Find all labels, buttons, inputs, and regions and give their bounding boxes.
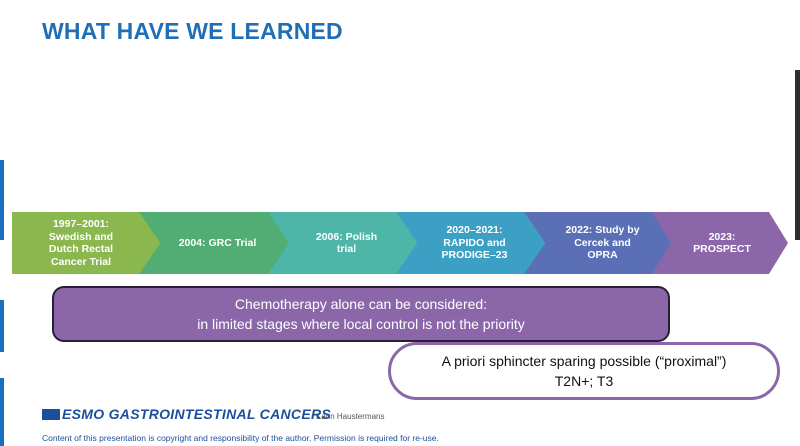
slide-title: WHAT HAVE WE LEARNED xyxy=(42,18,343,44)
chemo-box-line-2: in limited stages where local control is… xyxy=(197,316,525,332)
timeline-step-2020-2021: 2020–2021: RAPIDO and PRODIGE–23 xyxy=(396,212,549,274)
left-edge-accent-top xyxy=(0,160,4,240)
esmo-logo-mark xyxy=(42,408,60,420)
apriori-box-line-1: A priori sphincter sparing possible (“pr… xyxy=(441,353,727,369)
left-edge-accent-bottom xyxy=(0,378,4,446)
copyright-notice: Content of this presentation is copyrigh… xyxy=(42,433,439,443)
timeline-step-label: 2020–2021: RAPIDO and PRODIGE–23 xyxy=(441,224,508,262)
timeline-step-label: 2023: PROSPECT xyxy=(693,230,751,256)
timeline-step-1997-2001: 1997–2001: Swedish and Dutch Rectal Canc… xyxy=(12,212,164,274)
left-edge-accent-middle xyxy=(0,300,4,352)
sphincter-sparing-box: A priori sphincter sparing possible (“pr… xyxy=(388,342,780,400)
timeline: 1997–2001: Swedish and Dutch Rectal Canc… xyxy=(12,212,788,274)
timeline-step-2023: 2023: PROSPECT xyxy=(652,212,788,274)
timeline-step-2022: 2022: Study by Cercek and OPRA xyxy=(524,212,677,274)
chemo-box-line-1: Chemotherapy alone can be considered: xyxy=(234,296,488,312)
timeline-step-2004: 2004: GRC Trial xyxy=(139,212,292,274)
author-name: Karin Haustermans xyxy=(316,412,385,421)
timeline-step-label: 2006: Polish trial xyxy=(315,230,378,256)
apriori-box-line-2: T2N+; T3 xyxy=(554,373,614,389)
right-edge-bar xyxy=(795,70,800,240)
esmo-logo-text: ESMO GASTROINTESTINAL CANCERS xyxy=(62,406,332,422)
timeline-step-label: 2004: GRC Trial xyxy=(178,236,257,249)
timeline-step-label: 2022: Study by Cercek and OPRA xyxy=(565,224,640,262)
timeline-step-label: 1997–2001: Swedish and Dutch Rectal Canc… xyxy=(48,218,114,268)
esmo-logo: ESMO GASTROINTESTINAL CANCERS xyxy=(42,406,331,422)
timeline-step-2006: 2006: Polish trial xyxy=(268,212,421,274)
chemotherapy-alone-box: Chemotherapy alone can be considered: in… xyxy=(52,286,670,342)
